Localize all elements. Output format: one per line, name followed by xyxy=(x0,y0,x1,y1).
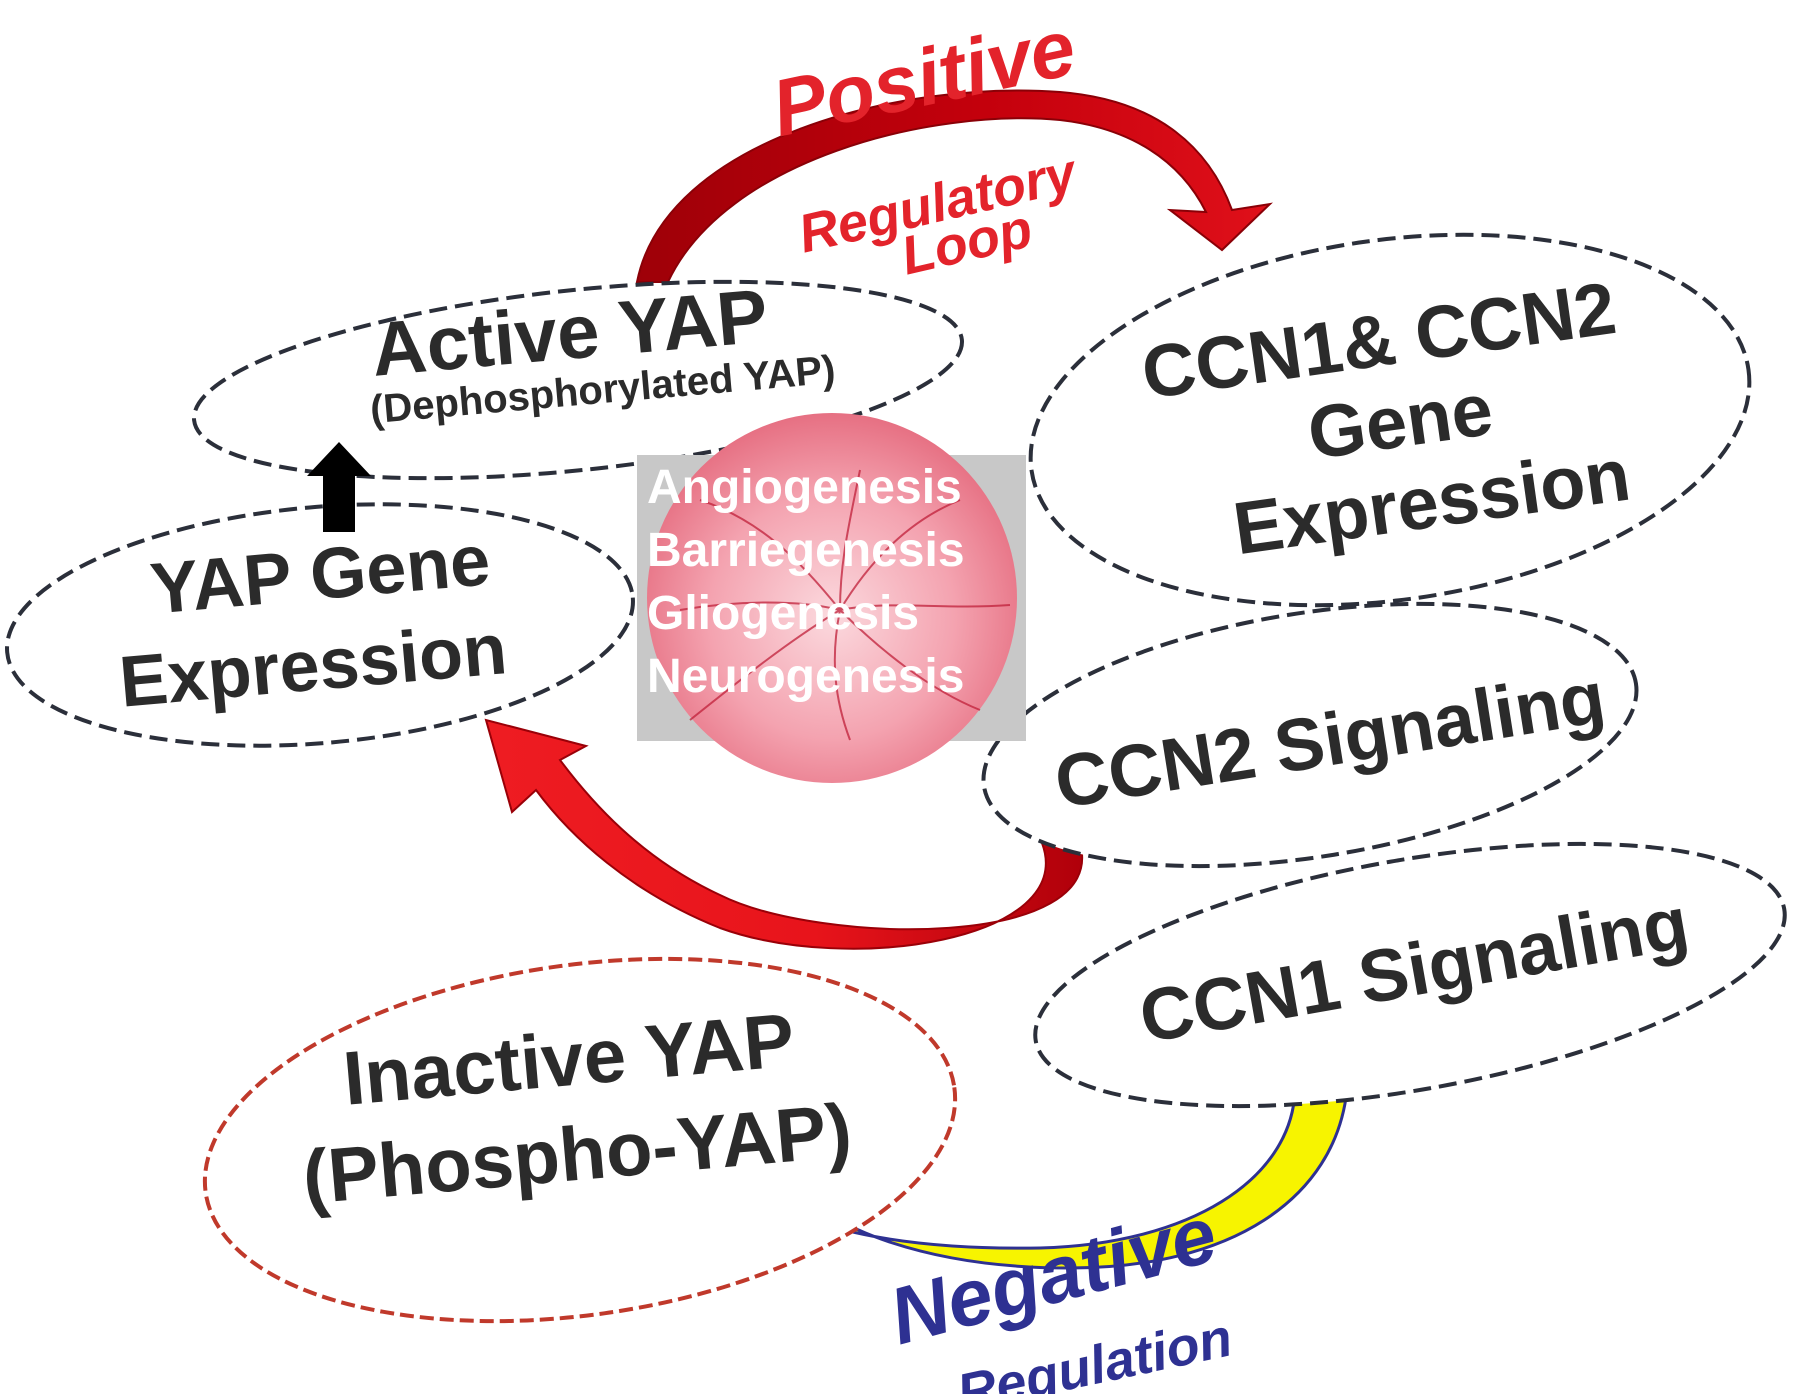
center-panel: Angiogenesis Barriegenesis Gliogenesis N… xyxy=(637,413,1026,783)
center-item-angiogenesis: Angiogenesis xyxy=(647,461,962,514)
positive-loop-arrow xyxy=(635,89,1273,283)
ccn2-signaling-ellipse xyxy=(981,601,1639,869)
yap-gene-expression-ellipse xyxy=(5,502,635,748)
up-arrow-icon xyxy=(307,442,371,532)
ccn-gene-expression-ellipse xyxy=(1028,232,1752,608)
center-item-gliogenesis: Gliogenesis xyxy=(647,587,919,640)
positive-loop-line1: Positive xyxy=(764,2,1083,153)
ccn1-signaling-ellipse xyxy=(1033,841,1787,1109)
inactive-yap-ellipse xyxy=(202,956,958,1324)
center-item-neurogenesis: Neurogenesis xyxy=(647,650,964,703)
retina-vessels xyxy=(679,469,1011,741)
ccn2-to-yap-arrow xyxy=(484,718,1084,950)
retina-image xyxy=(647,413,1017,783)
center-item-barriegenesis: Barriegenesis xyxy=(647,524,965,577)
